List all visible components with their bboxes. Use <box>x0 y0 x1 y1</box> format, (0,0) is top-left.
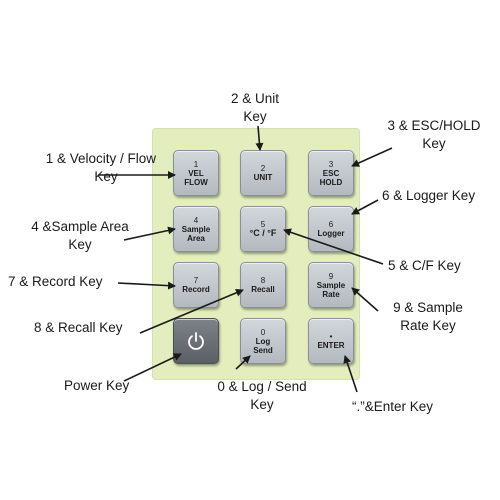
label-c-f-key: 5 & C/F Key <box>388 258 461 273</box>
arrow-sample-rate <box>351 287 379 312</box>
key-label: Recall <box>251 285 275 294</box>
key-label: Send <box>253 345 273 355</box>
key-label: Sample <box>316 280 346 290</box>
key-8-recall[interactable]: 8 Recall <box>240 262 286 308</box>
key-label: Logger <box>317 229 345 238</box>
key-number: 8 <box>260 276 266 285</box>
key-label: FLOW <box>184 177 208 187</box>
key-label: ESC <box>322 168 340 178</box>
key-label: Record <box>182 285 210 294</box>
key-label: Rate <box>322 289 340 299</box>
key-label: VEL <box>188 168 204 178</box>
key-label: Area <box>187 233 205 243</box>
label-logger-key: 6 & Logger Key <box>382 188 476 203</box>
key-9-sample-rate[interactable]: 9 Sample Rate <box>308 262 354 308</box>
arrow-enter <box>343 355 358 393</box>
key-label: Log <box>255 336 271 346</box>
power-key[interactable] <box>173 318 219 364</box>
label-power-key: Power Key <box>64 378 130 393</box>
arrow-log-send <box>235 355 251 370</box>
arrow-power <box>123 353 182 382</box>
key-3-esc-hold[interactable]: 3 ESC HOLD <box>308 150 354 196</box>
key-number: 1 <box>193 159 199 169</box>
arrow-esc-hold <box>351 147 393 167</box>
key-number: 0 <box>260 327 266 337</box>
key-number: 3 <box>328 159 334 169</box>
key-1-vel-flow[interactable]: 1 VEL FLOW <box>173 150 219 196</box>
key-number: 7 <box>193 276 199 285</box>
label-record-key: 7 & Record Key <box>8 274 103 289</box>
arrow-c-f <box>283 228 384 265</box>
key-number: 6 <box>328 220 334 229</box>
arrow-logger <box>351 199 379 215</box>
key-label: ENTER <box>317 341 345 350</box>
arrow-record <box>117 281 176 290</box>
key-number: • <box>329 332 333 341</box>
arrow-recall <box>139 289 244 334</box>
label-enter-key: “.”&Enter Key <box>352 399 434 414</box>
key-number: 9 <box>328 271 334 281</box>
key-label: Sample <box>181 224 211 234</box>
key-2-unit[interactable]: 2 UNIT <box>240 150 286 196</box>
key-label: °C / °F <box>249 228 277 238</box>
key-number: 5 <box>260 220 266 229</box>
arrow-sample-area <box>123 226 176 241</box>
label-recall-key: 8 & Recall Key <box>34 320 123 335</box>
key-label: UNIT <box>253 173 273 182</box>
key-label: HOLD <box>319 177 343 187</box>
power-icon <box>188 332 204 350</box>
key-number: 2 <box>260 164 266 173</box>
key-number: 4 <box>193 215 199 225</box>
arrow-unit <box>255 125 264 151</box>
key-7-record[interactable]: 7 Record <box>173 262 219 308</box>
key-6-logger[interactable]: 6 Logger <box>308 206 354 252</box>
key-5-c-f[interactable]: 5 °C / °F <box>240 206 286 252</box>
